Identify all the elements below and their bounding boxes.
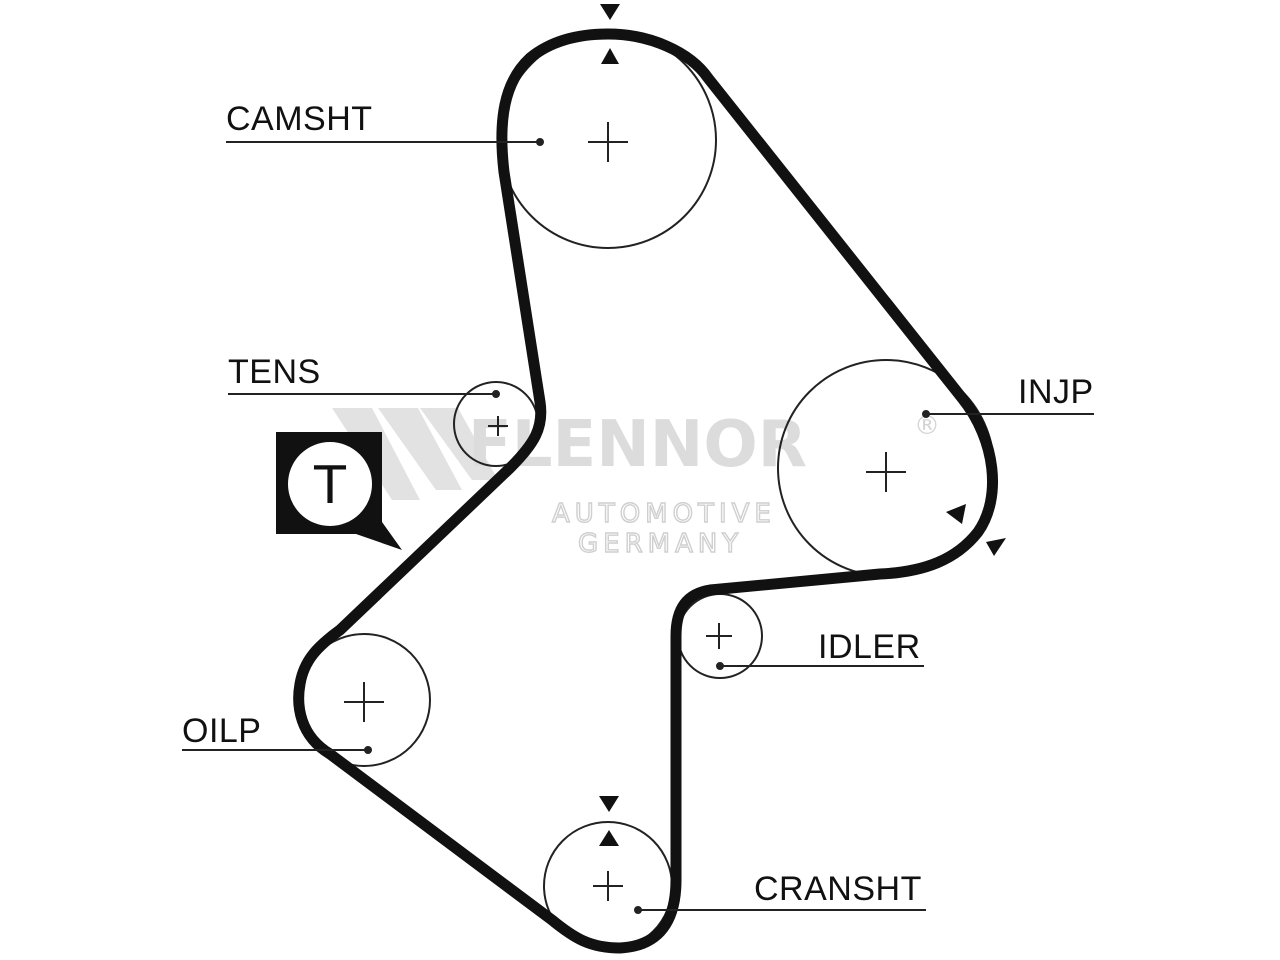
leader-lines xyxy=(182,138,1094,914)
camshaft-leader-dot xyxy=(536,138,544,146)
tensioner-label: TENS xyxy=(228,353,321,391)
tensioner-badge-letter: T xyxy=(313,456,346,516)
tensioner-badge-circle xyxy=(284,438,376,530)
crankshaft-center-cross xyxy=(593,871,623,901)
tensioner-badge: T xyxy=(276,432,402,550)
tensioner-leader-dot xyxy=(492,390,500,398)
timing-belt xyxy=(293,28,998,954)
watermark-brand: FLENNOR xyxy=(468,408,807,482)
component-labels: CAMSHT TENS INJP IDLER OILP CRANSHT xyxy=(182,100,1094,908)
injection-pump-mark-inner-triangle xyxy=(946,504,966,524)
idler-center-cross xyxy=(706,623,732,649)
tensioner-center-cross xyxy=(488,416,508,436)
injection-pump-leader-dot xyxy=(922,410,930,418)
crankshaft-mark-top-triangle xyxy=(599,796,619,812)
idler-label: IDLER xyxy=(818,628,921,666)
timing-marks xyxy=(599,4,1006,846)
watermark-line1: AUTOMOTIVE xyxy=(552,499,776,529)
crankshaft-leader-dot xyxy=(634,906,642,914)
oil-pump-label: OILP xyxy=(182,712,261,750)
oil-pump-center-cross xyxy=(344,682,384,722)
oil-pump-leader-dot xyxy=(364,746,372,754)
camshaft-label: CAMSHT xyxy=(226,100,373,138)
injection-pump-label: INJP xyxy=(1018,373,1094,411)
watermark-line2: GERMANY xyxy=(578,529,743,559)
camshaft-mark-inner-triangle xyxy=(601,48,619,64)
idler-leader-dot xyxy=(716,662,724,670)
injection-pump-mark-outer-triangle xyxy=(986,538,1006,556)
center-marks xyxy=(344,122,906,901)
injection-pump-center-cross xyxy=(866,452,906,492)
crankshaft-label: CRANSHT xyxy=(754,870,922,908)
watermark: FLENNOR ® AUTOMOTIVE GERMANY xyxy=(332,408,940,560)
camshaft-center-cross xyxy=(588,122,628,162)
crankshaft-mark-inner-triangle xyxy=(599,830,619,846)
camshaft-mark-top-triangle xyxy=(600,4,620,20)
